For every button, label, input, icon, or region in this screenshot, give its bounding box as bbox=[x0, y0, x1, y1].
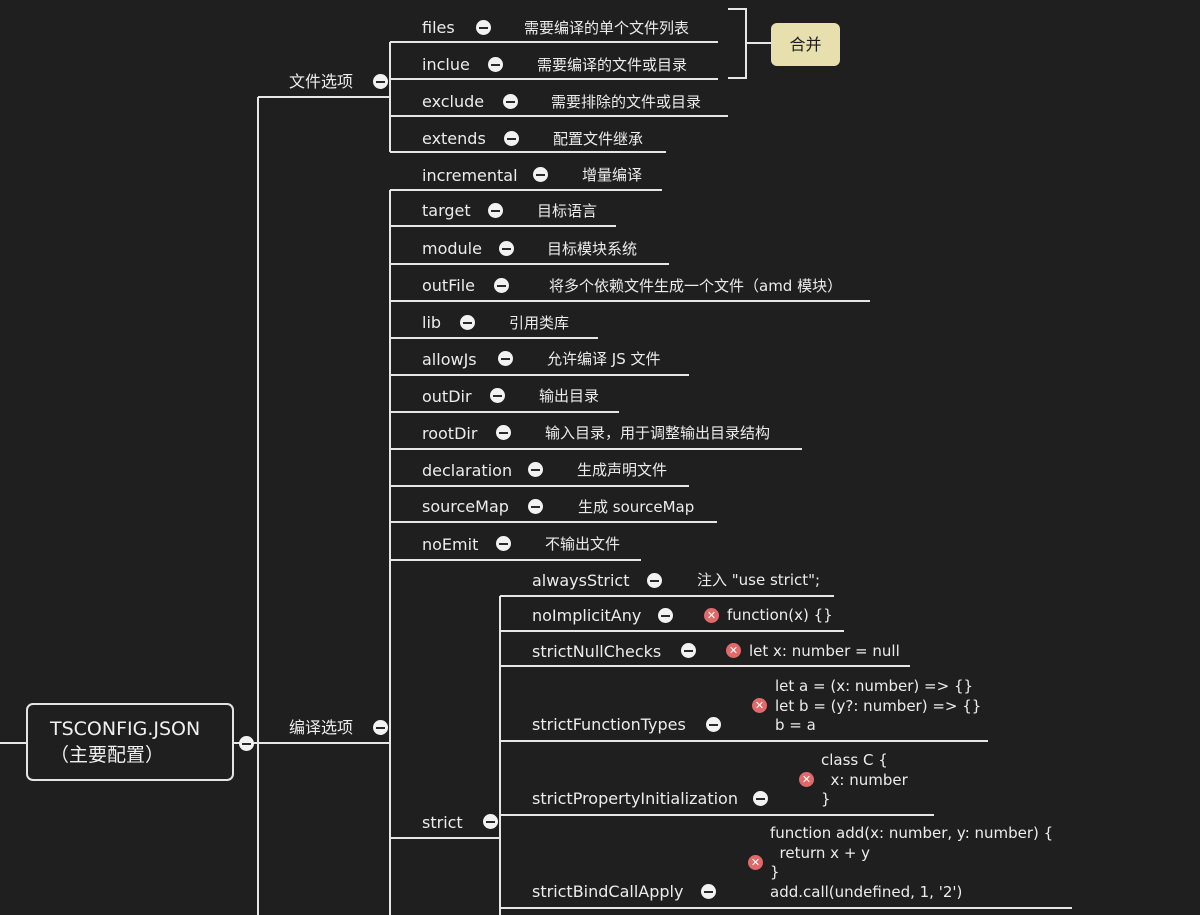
strictbindcallapply-collapse-icon[interactable] bbox=[701, 884, 716, 899]
target-collapse-icon[interactable] bbox=[488, 203, 503, 218]
node-rootdir[interactable]: rootDir bbox=[422, 424, 478, 443]
strictfunctiontypes-collapse-icon[interactable] bbox=[706, 717, 721, 732]
incremental-collapse-icon[interactable] bbox=[533, 167, 548, 182]
root-title: TSCONFIG.JSON bbox=[50, 718, 201, 740]
node-strictnullchecks[interactable]: strictNullChecks bbox=[532, 642, 662, 661]
desc-exclude: 需要排除的文件或目录 bbox=[551, 93, 702, 111]
desc-files: 需要编译的单个文件列表 bbox=[524, 19, 690, 37]
desc-noemit: 不输出文件 bbox=[545, 535, 621, 553]
node-allowjs[interactable]: allowJs bbox=[422, 350, 477, 369]
merge-summary-box[interactable]: 合并 bbox=[771, 23, 840, 66]
desc-allowjs: 允许编译 JS 文件 bbox=[547, 350, 661, 368]
root-collapse-icon[interactable] bbox=[239, 736, 254, 751]
alwaysstrict-collapse-icon[interactable] bbox=[647, 573, 662, 588]
noimplicitany-collapse-icon[interactable] bbox=[658, 608, 673, 623]
node-declaration[interactable]: declaration bbox=[422, 461, 513, 480]
error-x-icon: ✕ bbox=[799, 772, 814, 787]
extends-collapse-icon[interactable] bbox=[504, 131, 519, 146]
node-incremental[interactable]: incremental bbox=[422, 166, 518, 185]
desc-module: 目标模块系统 bbox=[547, 240, 638, 258]
root-node[interactable]: TSCONFIG.JSON （主要配置） bbox=[26, 703, 234, 781]
node-extends[interactable]: extends bbox=[422, 129, 486, 148]
node-target[interactable]: target bbox=[422, 201, 471, 220]
node-strictfunctiontypes[interactable]: strictFunctionTypes bbox=[532, 715, 686, 734]
group-compile-options[interactable]: 编译选项 bbox=[289, 718, 354, 737]
node-exclude[interactable]: exclude bbox=[422, 92, 485, 111]
code-strictpropertyinitialization: class C { x: number } bbox=[821, 751, 908, 808]
module-collapse-icon[interactable] bbox=[499, 241, 514, 256]
rootdir-collapse-icon[interactable] bbox=[496, 425, 511, 440]
strictpropertyinitialization-collapse-icon[interactable] bbox=[753, 791, 768, 806]
code-alwaysstrict: 注入 "use strict"; bbox=[697, 571, 821, 589]
code-strictbindcallapply: function add(x: number, y: number) { ret… bbox=[770, 824, 1054, 901]
lib-collapse-icon[interactable] bbox=[460, 315, 475, 330]
node-outdir[interactable]: outDir bbox=[422, 387, 472, 406]
node-sourcemap[interactable]: sourceMap bbox=[422, 497, 509, 516]
compile-options-collapse-icon[interactable] bbox=[373, 720, 388, 735]
node-noimplicitany[interactable]: noImplicitAny bbox=[532, 606, 642, 625]
code-strictfunctiontypes: let a = (x: number) => {} let b = (y?: n… bbox=[775, 677, 982, 734]
group-file-options[interactable]: 文件选项 bbox=[289, 72, 354, 91]
allowjs-collapse-icon[interactable] bbox=[498, 351, 513, 366]
error-x-icon: ✕ bbox=[704, 608, 719, 623]
desc-outfile: 将多个依赖文件生成一个文件（amd 模块） bbox=[549, 277, 843, 295]
strict-collapse-icon[interactable] bbox=[483, 814, 498, 829]
file-options-collapse-icon[interactable] bbox=[373, 74, 388, 89]
node-strictpropertyinitialization[interactable]: strictPropertyInitialization bbox=[532, 789, 738, 808]
desc-lib: 引用类库 bbox=[509, 314, 570, 332]
error-x-icon: ✕ bbox=[748, 855, 763, 870]
strictnullchecks-collapse-icon[interactable] bbox=[681, 643, 696, 658]
node-outfile[interactable]: outFile bbox=[422, 276, 475, 295]
error-x-icon: ✕ bbox=[726, 643, 741, 658]
node-noemit[interactable]: noEmit bbox=[422, 535, 479, 554]
code-strictnullchecks: let x: number = null bbox=[749, 642, 900, 660]
node-files[interactable]: files bbox=[422, 18, 455, 37]
root-subtitle: （主要配置） bbox=[50, 744, 165, 766]
outfile-collapse-icon[interactable] bbox=[494, 278, 509, 293]
node-module[interactable]: module bbox=[422, 239, 482, 258]
files-collapse-icon[interactable] bbox=[476, 20, 491, 35]
outdir-collapse-icon[interactable] bbox=[490, 388, 505, 403]
exclude-collapse-icon[interactable] bbox=[503, 94, 518, 109]
desc-declaration: 生成声明文件 bbox=[577, 461, 668, 479]
sourcemap-collapse-icon[interactable] bbox=[528, 499, 543, 514]
inclue-collapse-icon[interactable] bbox=[488, 57, 503, 72]
desc-rootdir: 输入目录，用于调整输出目录结构 bbox=[545, 424, 771, 442]
desc-inclue: 需要编译的文件或目录 bbox=[537, 56, 688, 74]
desc-outdir: 输出目录 bbox=[539, 387, 600, 405]
node-strictbindcallapply[interactable]: strictBindCallApply bbox=[532, 882, 684, 901]
node-inclue[interactable]: inclue bbox=[422, 55, 470, 74]
desc-target: 目标语言 bbox=[537, 202, 598, 220]
noemit-collapse-icon[interactable] bbox=[496, 536, 511, 551]
code-noimplicitany: function(x) {} bbox=[727, 606, 833, 624]
desc-extends: 配置文件继承 bbox=[553, 130, 644, 148]
desc-sourcemap: 生成 sourceMap bbox=[578, 498, 695, 516]
declaration-collapse-icon[interactable] bbox=[528, 462, 543, 477]
error-x-icon: ✕ bbox=[752, 698, 767, 713]
node-alwaysstrict[interactable]: alwaysStrict bbox=[532, 571, 630, 590]
node-lib[interactable]: lib bbox=[422, 313, 442, 332]
desc-incremental: 增量编译 bbox=[582, 166, 643, 184]
node-strict[interactable]: strict bbox=[422, 813, 463, 832]
